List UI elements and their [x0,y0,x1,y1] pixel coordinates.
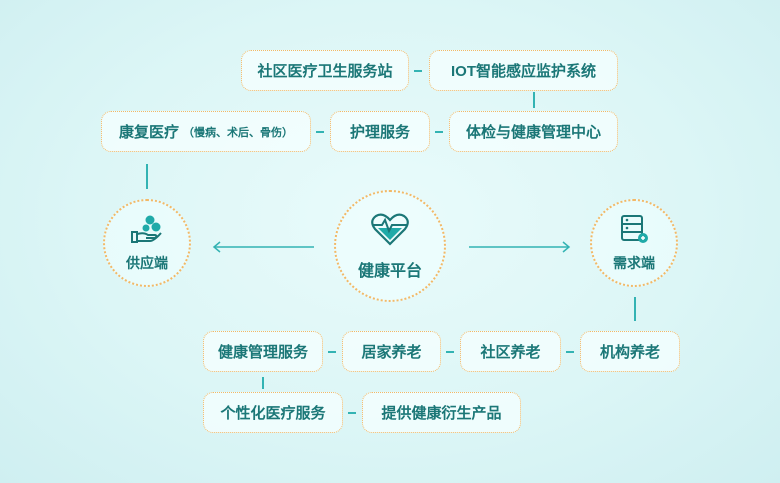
platform-circle: 健康平台 [334,190,446,302]
node-label: 护理服务 [349,124,410,141]
node-label: 个性化医疗服务 [220,405,326,422]
connector [328,351,336,353]
node-label: 社区养老 [480,344,541,361]
node-label: 体检与健康管理中心 [465,124,601,141]
demand-circle: 需求端 [590,199,678,287]
connector [435,131,443,133]
demand-label: 需求端 [613,254,655,271]
node-label: 机构养老 [599,344,660,361]
node-rehab-medical: 康复医疗 （慢病、术后、骨伤） [101,111,311,152]
hand-coins-icon [130,214,164,249]
connector [446,351,454,353]
node-nursing-service: 护理服务 [330,111,430,152]
node-checkup-center: 体检与健康管理中心 [449,111,618,152]
connector [316,131,324,133]
connector [146,164,148,189]
heart-shield-icon [370,212,410,251]
node-label: 居家养老 [361,344,422,361]
node-label: 社区医疗卫生服务站 [257,63,393,80]
connector [533,92,535,108]
platform-label: 健康平台 [357,262,422,280]
node-note: （慢病、术后、骨伤） [183,126,293,139]
node-home-elderly-care: 居家养老 [342,331,441,372]
node-label: 提供健康衍生产品 [381,405,502,422]
node-label: 康复医疗 [118,124,179,141]
arrow-to-demand [469,241,571,253]
connector [348,412,356,414]
node-personalized-medical: 个性化医疗服务 [203,392,343,433]
connector [414,70,422,72]
connector [634,297,636,321]
node-iot-monitoring: IOT智能感应监护系统 [429,50,618,91]
node-community-health-station: 社区医疗卫生服务站 [241,50,409,91]
arrow-to-supply [212,241,314,253]
server-icon [619,214,649,249]
node-health-derivative-products: 提供健康衍生产品 [362,392,521,433]
connector [566,351,574,353]
node-community-elderly-care: 社区养老 [460,331,561,372]
connector [262,377,264,389]
supply-circle: 供应端 [103,199,191,287]
node-label: IOT智能感应监护系统 [451,63,596,80]
node-health-management: 健康管理服务 [203,331,323,372]
supply-label: 供应端 [126,254,168,271]
node-label: 健康管理服务 [217,344,308,361]
node-institution-elderly-care: 机构养老 [580,331,680,372]
